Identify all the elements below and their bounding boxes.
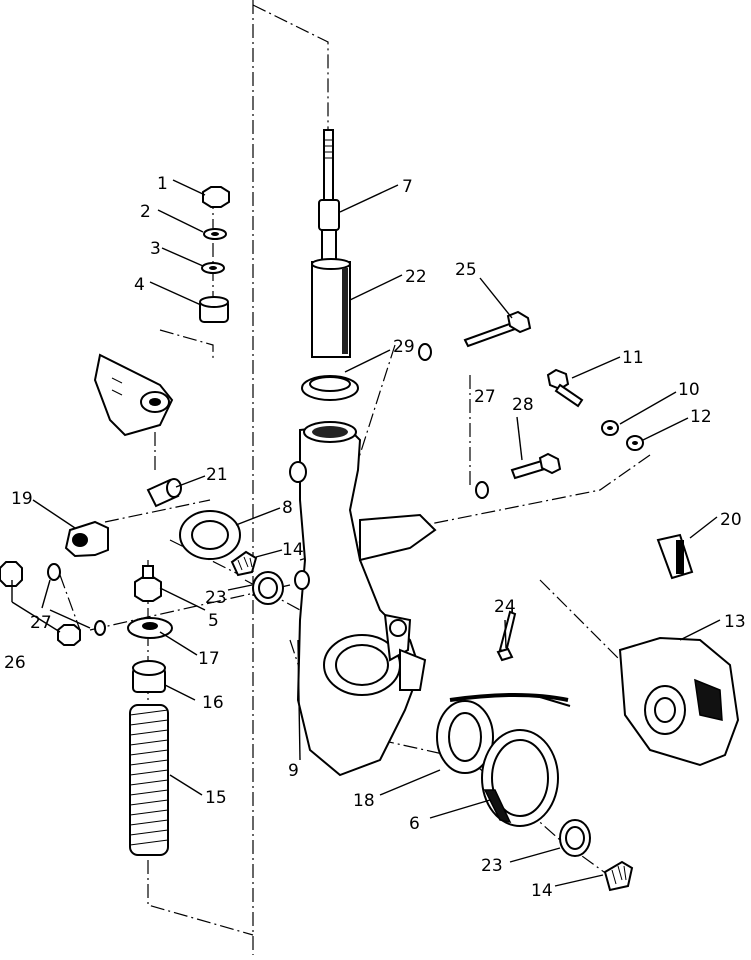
callout-23-lower: 23: [481, 856, 503, 876]
callout-4: 4: [134, 275, 145, 295]
callout-26: 26: [4, 653, 26, 673]
brake-caliper: [618, 636, 740, 767]
grease-fitting: [134, 565, 162, 602]
callout-28: 28: [512, 395, 534, 415]
callout-29: 29: [393, 337, 415, 357]
washer-29: [418, 343, 432, 361]
nut-lower: [57, 620, 106, 646]
brake-drum-6: [481, 729, 559, 827]
bracket-clamp: [64, 520, 109, 558]
callout-17: 17: [198, 649, 220, 669]
callout-9: 9: [288, 761, 299, 781]
bearing-cone-upper: [230, 550, 258, 577]
callout-16: 16: [202, 693, 224, 713]
callout-24: 24: [494, 597, 516, 617]
callout-27-left: 27: [30, 613, 52, 633]
bearing-cone-lower: [603, 860, 634, 892]
bolt-28: [510, 452, 562, 480]
callout-13: 13: [724, 612, 746, 632]
bearing-cup-lower: [559, 819, 591, 857]
callout-18: 18: [353, 791, 375, 811]
callout-23-upper: 23: [205, 588, 227, 608]
callout-20: 20: [720, 510, 742, 530]
bolt-25: [463, 310, 532, 348]
pivot-pin: [146, 478, 182, 508]
callout-3: 3: [150, 239, 161, 259]
callout-27: 27: [474, 387, 496, 407]
brake-pad-20: [656, 533, 694, 580]
callout-1: 1: [157, 174, 168, 194]
nut-left: [0, 561, 23, 587]
seal-ring: [179, 510, 241, 560]
callout-21: 21: [206, 465, 228, 485]
steering-knuckle: [289, 421, 437, 777]
upper-bracket: [93, 353, 174, 437]
dust-shield: [436, 700, 494, 774]
strut-washer: [301, 375, 359, 401]
callout-15: 15: [205, 788, 227, 808]
callout-22: 22: [405, 267, 427, 287]
callout-14-lower: 14: [531, 881, 553, 901]
callout-10: 10: [678, 380, 700, 400]
coil-spring: [129, 704, 169, 856]
washer-10: [601, 420, 619, 436]
bleeder-screw: [496, 610, 517, 662]
callout-numbers: 1 2 3 4 7 22 25 29 27 28 11 10 12 21 19 …: [4, 174, 746, 901]
adjuster-nut: [132, 660, 166, 693]
washer-left: [47, 563, 61, 581]
callout-6: 6: [409, 814, 420, 834]
washer-12: [626, 435, 644, 451]
strut-tube: [311, 258, 351, 358]
callout-7: 7: [402, 177, 413, 197]
strut-shaft: [318, 129, 340, 266]
leader-lines: [11, 179, 721, 887]
bolt-11: [546, 368, 584, 408]
callout-5: 5: [208, 611, 219, 631]
brake-hose: [449, 693, 571, 707]
callout-19: 19: [11, 489, 33, 509]
washer-27: [475, 481, 489, 499]
bearing-cup-upper: [252, 571, 284, 605]
callout-12: 12: [690, 407, 712, 427]
nut-stack: [199, 186, 230, 323]
callout-8: 8: [282, 498, 293, 518]
callout-14-upper: 14: [282, 540, 304, 560]
callout-11: 11: [622, 348, 644, 368]
callout-25: 25: [455, 260, 477, 280]
callout-2: 2: [140, 202, 151, 222]
